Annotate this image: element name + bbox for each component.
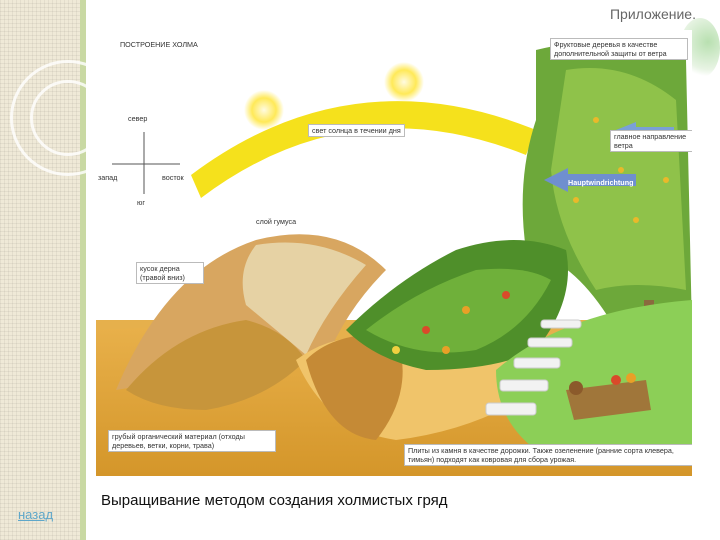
stepping-stones-label: Плиты из камня в качестве дорожки. Также…: [404, 444, 692, 466]
coarse-material-label: грубый органический материал (отходы дер…: [108, 430, 276, 452]
side-divider: [80, 0, 86, 540]
illustration-drawing: [96, 42, 692, 476]
sun-icon: [244, 90, 284, 130]
page-header: Приложение.: [609, 6, 696, 22]
figure-title: ПОСТРОЕНИЕ ХОЛМА: [120, 40, 198, 49]
harvest-basket: [566, 373, 651, 420]
decorative-swirl-inner: [30, 80, 106, 156]
turf-label: кусок дерна (травой вниз): [136, 262, 204, 284]
compass-west-label: запад: [98, 173, 118, 182]
fruit-trees-label: Фруктовые деревья в качестве дополнитель…: [550, 38, 688, 60]
sun-path-label: свет солнца в течении дня: [308, 124, 405, 137]
back-link[interactable]: назад: [18, 507, 54, 522]
planted-hill: [346, 240, 568, 370]
compass-north-label: север: [128, 114, 148, 123]
compass-cross: [112, 132, 180, 194]
stepping-stones: [485, 319, 582, 416]
wind-arrow-label: Hauptwindrichtung: [568, 178, 634, 187]
wind-direction-label: главное направление ветра: [610, 130, 692, 152]
sun-icon: [384, 62, 424, 102]
slide-caption: Выращивание методом создания холмистых г…: [101, 492, 448, 509]
sun-path-arc: [191, 101, 536, 198]
hill-bed-illustration: ПОСТРОЕНИЕ ХОЛМА север запад восток юг с…: [96, 30, 692, 476]
compass-south-label: юг: [137, 198, 146, 207]
compass-east-label: восток: [162, 173, 184, 182]
humus-layer-label: слой гумуса: [256, 217, 297, 226]
